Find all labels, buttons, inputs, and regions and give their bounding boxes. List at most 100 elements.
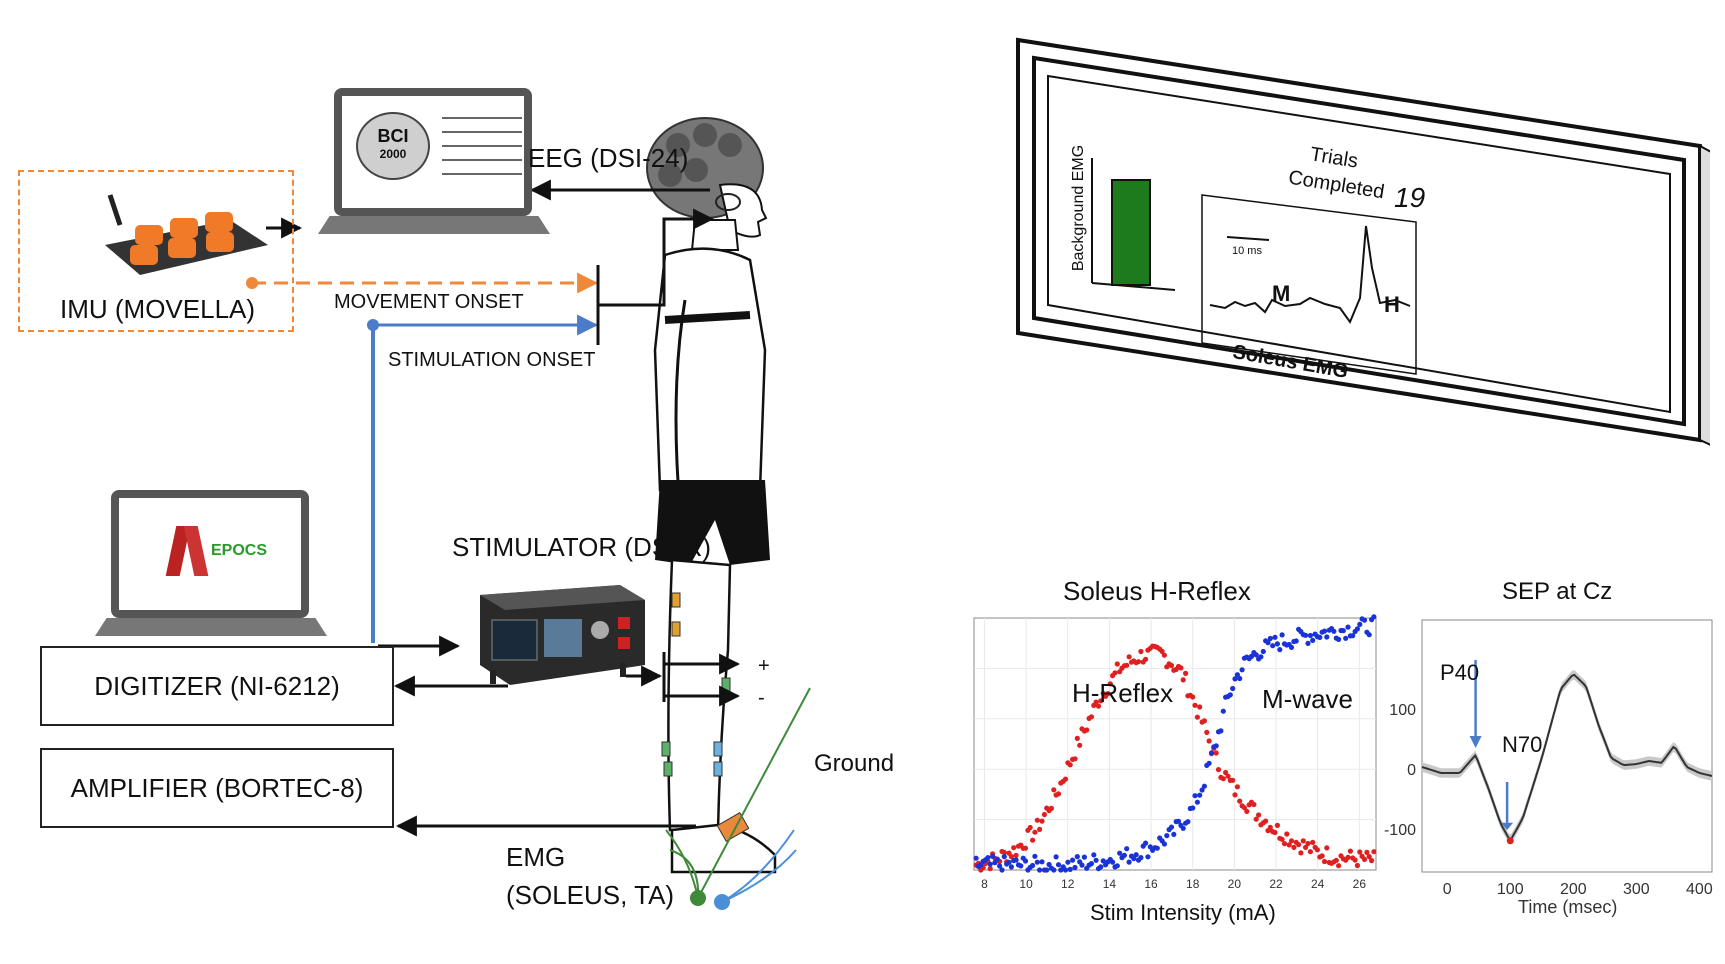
h-reflex-point xyxy=(1241,805,1247,811)
m-wave-point xyxy=(1131,855,1137,862)
h-reflex-point xyxy=(1126,654,1132,660)
h-reflex-point xyxy=(1251,801,1257,808)
m-wave-point xyxy=(1208,750,1215,756)
m-wave-point xyxy=(1091,852,1097,858)
h-reflex-point xyxy=(1093,699,1099,705)
shorts xyxy=(655,480,770,565)
h-reflex-point xyxy=(1088,714,1094,720)
h-reflex-point xyxy=(1190,694,1196,700)
h-reflex-point xyxy=(1333,857,1339,863)
ear-electrode xyxy=(715,193,741,211)
h-reflex-point xyxy=(1300,838,1306,844)
h-reflex-point xyxy=(1213,750,1219,756)
m-wave-point xyxy=(1001,854,1007,860)
m-wave-point xyxy=(1133,852,1139,858)
h-reflex-point xyxy=(1159,648,1165,654)
m-wave-point xyxy=(1100,858,1106,864)
m-wave-point xyxy=(1265,640,1271,646)
h-reflex-point xyxy=(1067,762,1073,768)
hreflex-annotation-h: H-Reflex xyxy=(1072,678,1174,708)
bci-laptop-base xyxy=(318,216,550,234)
hreflex-annotation-m: M-wave xyxy=(1262,684,1354,714)
h-reflex-point xyxy=(1192,702,1198,708)
m-wave-point xyxy=(1018,863,1024,869)
h-reflex-point xyxy=(1225,773,1231,779)
m-wave-point xyxy=(1190,805,1196,811)
digitizer-box: DIGITIZER (NI-6212) xyxy=(40,646,394,726)
m-wave-point xyxy=(1343,635,1349,641)
m-wave-point xyxy=(1194,799,1200,805)
m-wave-point xyxy=(1022,858,1029,864)
sep-xlabel: Time (msec) xyxy=(1518,897,1618,917)
m-wave-point xyxy=(1081,854,1087,860)
eeg-electrode xyxy=(693,123,717,147)
h-reflex-point xyxy=(1263,818,1269,824)
background-emg-bar xyxy=(1111,179,1151,286)
m-wave-point xyxy=(1201,783,1207,789)
m-wave-point xyxy=(1121,852,1127,858)
imu-label: IMU (MOVELLA) xyxy=(60,294,256,324)
m-wave-point xyxy=(1034,859,1040,865)
m-wave-point xyxy=(1062,867,1069,873)
h-reflex-point xyxy=(1001,849,1007,856)
m-wave-point xyxy=(1237,675,1243,682)
sep-y-tick-label: -100 xyxy=(1384,822,1416,839)
h-reflex-point xyxy=(1114,661,1120,667)
hreflex-x-tick-label: 8 xyxy=(981,877,988,891)
m-wave-point xyxy=(1345,624,1351,630)
h-reflex-point xyxy=(1143,656,1149,662)
hreflex-x-tick-label: 12 xyxy=(1061,877,1075,891)
h-reflex-point xyxy=(1161,652,1167,658)
m-wave-point xyxy=(1317,634,1323,640)
p40-arrow-head xyxy=(1469,736,1482,748)
m-wave-point xyxy=(1008,864,1014,870)
h-reflex-point xyxy=(1201,718,1207,724)
h-reflex-point xyxy=(1279,836,1285,842)
h-reflex-point xyxy=(1124,662,1130,668)
h-reflex-point xyxy=(1034,817,1040,823)
h-reflex-point xyxy=(1232,792,1238,798)
h-reflex-point xyxy=(1347,848,1353,854)
ground-label: Ground xyxy=(814,750,895,777)
h-reflex-point xyxy=(1062,776,1069,782)
m-wave-point xyxy=(1088,861,1094,867)
sep-annotation-p40: P40 xyxy=(1440,660,1480,685)
h-reflex-point xyxy=(1253,816,1259,822)
stimulator-device xyxy=(480,585,645,685)
h-reflex-point xyxy=(1048,805,1054,811)
hreflex-xlabel: Stim Intensity (mA) xyxy=(1090,900,1276,925)
sep-x-tick-label: 100 xyxy=(1497,881,1524,898)
h-reflex-point xyxy=(1284,831,1290,837)
hreflex-x-tick-label: 24 xyxy=(1311,877,1325,891)
h-reflex-point xyxy=(1321,858,1328,865)
h-reflex-point xyxy=(1037,826,1043,832)
m-wave-point xyxy=(1030,862,1036,869)
h-reflex-point xyxy=(1244,808,1250,814)
h-reflex-point xyxy=(1267,824,1273,830)
sep-x-tick-label: 400 xyxy=(1686,881,1713,898)
m-wave-point xyxy=(1274,641,1280,647)
bci-laptop-screen: BCI 2000 xyxy=(334,88,532,216)
stim-electrode-minus xyxy=(671,621,681,637)
h-reflex-point xyxy=(1030,837,1036,843)
m-wave-point xyxy=(1354,626,1360,632)
m-wave-point xyxy=(1258,654,1264,660)
h-reflex-point xyxy=(1105,691,1111,697)
m-wave-point xyxy=(1321,628,1328,634)
monitor-background-emg-label: Background EMG xyxy=(1070,144,1088,272)
m-wave-point xyxy=(1055,862,1062,868)
sep-annotation-n70: N70 xyxy=(1502,732,1543,757)
epocs-laptop-screen: EPOCS xyxy=(111,490,309,618)
h-reflex-point xyxy=(1272,829,1278,836)
m-wave-point xyxy=(1288,644,1295,650)
n70-marker xyxy=(1506,837,1514,845)
m-wave-point xyxy=(1143,840,1149,846)
h-reflex-point xyxy=(1223,769,1229,776)
m-wave-point xyxy=(1093,857,1099,863)
m-wave-point xyxy=(1192,793,1198,799)
m-wave-point xyxy=(987,861,993,867)
h-reflex-point xyxy=(1305,840,1311,847)
monitor-h-label: H xyxy=(1384,292,1400,317)
h-reflex-point xyxy=(1303,844,1309,850)
